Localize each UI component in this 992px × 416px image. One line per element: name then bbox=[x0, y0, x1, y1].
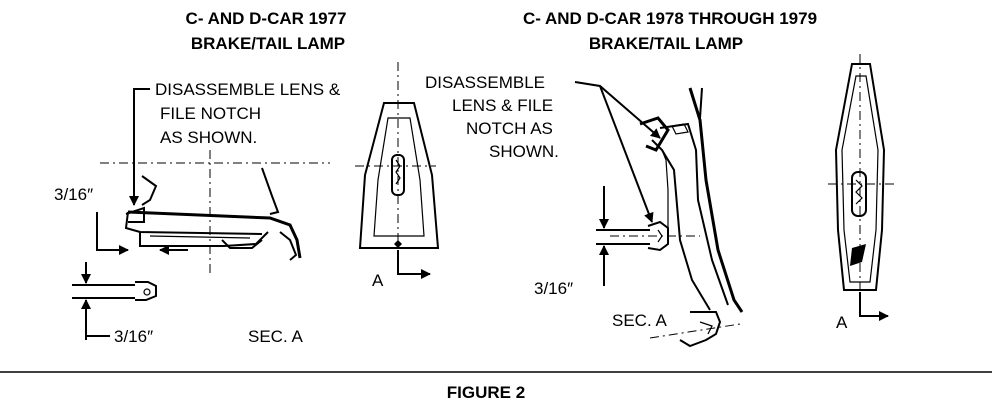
figure-caption: FIGURE 2 bbox=[447, 383, 525, 402]
right-dim-arrows bbox=[596, 186, 650, 286]
right-title-line2: BRAKE/TAIL LAMP bbox=[589, 34, 743, 53]
right-title-line1: C- AND D-CAR 1978 THROUGH 1979 bbox=[523, 9, 817, 28]
left-title-line1: C- AND D-CAR 1977 bbox=[186, 9, 347, 28]
right-note-line4: SHOWN. bbox=[489, 142, 559, 161]
right-front-view bbox=[828, 54, 896, 321]
right-section-a-drawing bbox=[610, 87, 744, 348]
left-front-view bbox=[355, 62, 440, 279]
right-dim-label: 3/16″ bbox=[534, 279, 573, 298]
left-dim-bottom-arrows bbox=[72, 262, 135, 340]
right-note-line3: NOTCH AS bbox=[466, 119, 553, 138]
right-section-label: SEC. A bbox=[612, 311, 667, 330]
left-dim-top-arrows bbox=[96, 212, 188, 255]
left-section-label: SEC. A bbox=[248, 327, 303, 346]
left-title-line2: BRAKE/TAIL LAMP bbox=[191, 34, 345, 53]
left-note-line3: AS SHOWN. bbox=[160, 128, 257, 147]
right-view-label: A bbox=[836, 313, 848, 332]
left-dim-top-label: 3/16″ bbox=[54, 185, 93, 204]
right-note-line2: LENS & FILE bbox=[452, 96, 553, 115]
right-note-line1: DISASSEMBLE bbox=[425, 73, 545, 92]
left-view-label: A bbox=[372, 271, 384, 290]
left-dim-bottom-label: 3/16″ bbox=[114, 327, 153, 346]
left-note-leader bbox=[129, 88, 150, 206]
left-section-a-drawing bbox=[100, 150, 330, 301]
right-note-leaders bbox=[574, 81, 661, 223]
left-note-line2: FILE NOTCH bbox=[160, 104, 261, 123]
left-note-line1: DISASSEMBLE LENS & bbox=[155, 80, 341, 99]
